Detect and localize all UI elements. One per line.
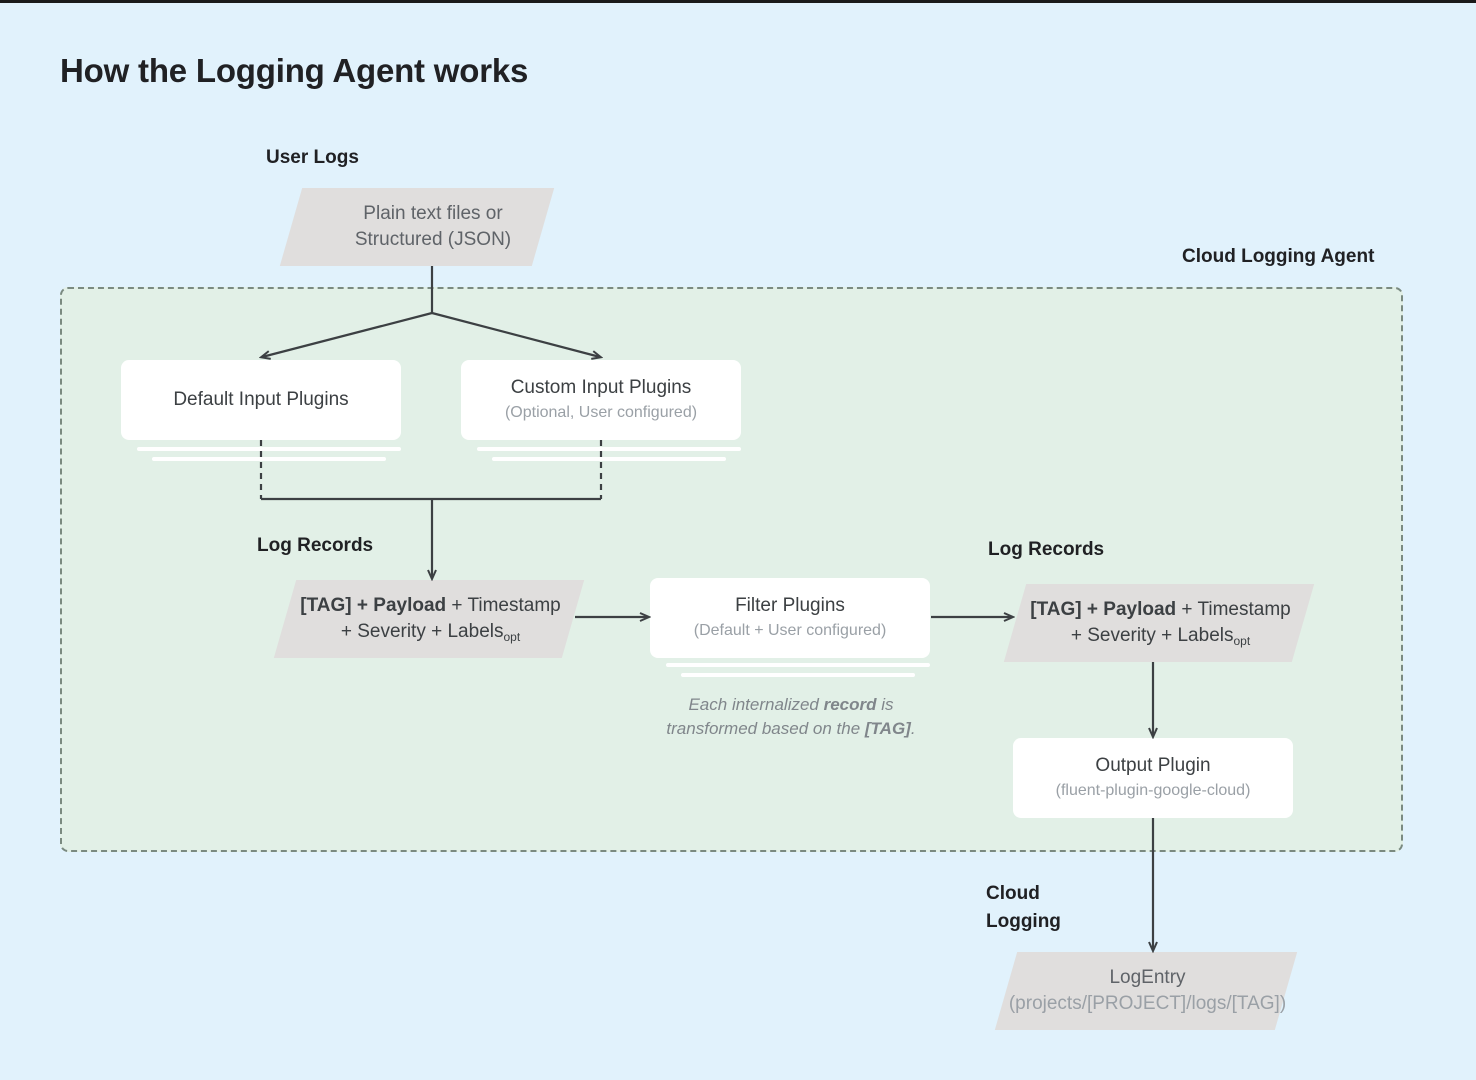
card-default-stack-line-2: [152, 457, 386, 461]
log-entry-label: LogEntry (projects/[PROJECT]/logs/[TAG]): [980, 952, 1315, 1030]
user-logs-line-1: Plain text files or: [363, 203, 503, 225]
caption-log-records-left: Log Records: [257, 535, 374, 556]
card-custom-input-plugins[interactable]: Custom Input Plugins (Optional, User con…: [461, 360, 741, 440]
log-record-left-line-2: + Severity + Labelsopt: [340, 621, 521, 644]
card-default-stack-line-1: [137, 447, 401, 451]
card-filter-plugins-title: Filter Plugins: [735, 595, 845, 617]
transform-note-line-1: Each internalized record is: [688, 695, 894, 714]
transform-note: Each internalized record is transformed …: [630, 693, 952, 741]
card-custom-stack-line-1: [477, 447, 741, 451]
log-record-left-line-1: [TAG] + Payload + Timestamp: [300, 595, 561, 617]
caption-cloud-logging-line2: Logging: [986, 910, 1061, 932]
caption-user-logs: User Logs: [266, 147, 359, 168]
caption-log-records-right: Log Records: [988, 539, 1105, 560]
caption-cloud-logging-agent: Cloud Logging Agent: [1182, 246, 1375, 267]
card-default-input-plugins[interactable]: Default Input Plugins: [121, 360, 401, 440]
caption-cloud-logging-line1: Cloud: [986, 883, 1040, 904]
card-default-input-plugins-title: Default Input Plugins: [173, 388, 349, 410]
card-output-plugin[interactable]: Output Plugin (fluent-plugin-google-clou…: [1013, 738, 1293, 818]
card-custom-stack-line-2: [492, 457, 726, 461]
card-filter-stack-line-2: [681, 673, 915, 677]
card-output-plugin-title: Output Plugin: [1095, 755, 1211, 777]
top-edge-strip: [0, 0, 1476, 3]
log-record-right-line-2: + Severity + Labelsopt: [1070, 625, 1251, 648]
card-output-plugin-subtitle: (fluent-plugin-google-cloud): [1055, 781, 1251, 799]
log-record-right-line-1: [TAG] + Payload + Timestamp: [1030, 599, 1291, 621]
log-record-right-label: [TAG] + Payload + Timestamp + Severity +…: [988, 584, 1333, 662]
transform-note-line-2: transformed based on the [TAG].: [666, 719, 916, 739]
user-logs-source-label: Plain text files or Structured (JSON): [268, 188, 598, 266]
log-entry-title: LogEntry: [1109, 967, 1186, 989]
card-custom-input-plugins-subtitle: (Optional, User configured): [504, 403, 698, 421]
card-filter-plugins-subtitle: (Default + User configured): [693, 621, 887, 639]
card-custom-input-plugins-title: Custom Input Plugins: [510, 377, 692, 399]
log-entry-subtitle: (projects/[PROJECT]/logs/[TAG]): [1008, 993, 1287, 1014]
card-filter-plugins[interactable]: Filter Plugins (Default + User configure…: [650, 578, 930, 658]
log-record-left-label: [TAG] + Payload + Timestamp + Severity +…: [258, 580, 603, 658]
card-filter-stack-line-1: [666, 663, 930, 667]
page-title: How the Logging Agent works: [60, 52, 529, 89]
user-logs-line-2: Structured (JSON): [354, 229, 512, 250]
